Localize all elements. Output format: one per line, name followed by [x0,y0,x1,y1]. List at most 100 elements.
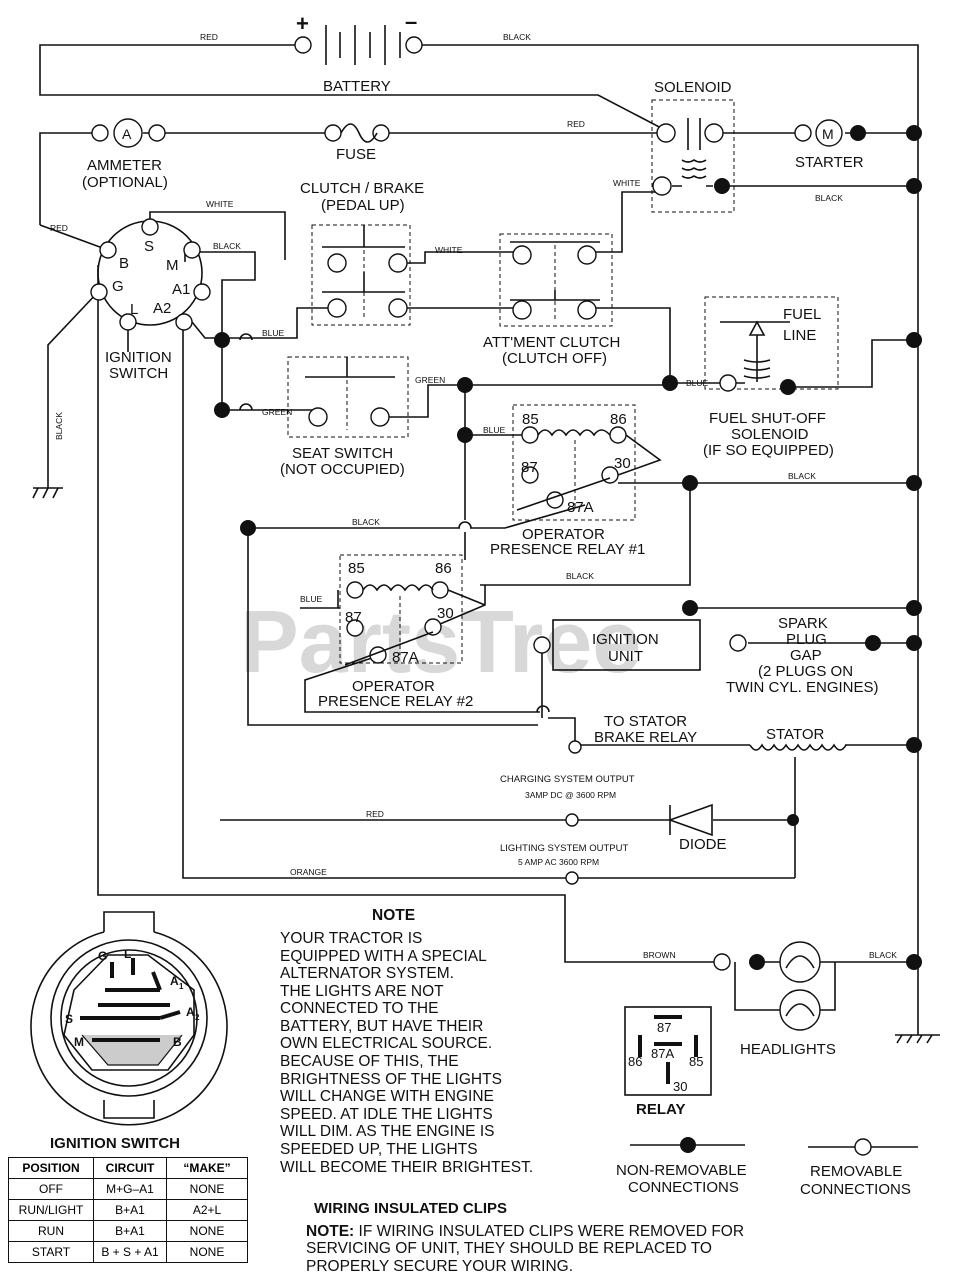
note-line: BATTERY, BUT HAVE THEIR [280,1018,483,1035]
table-row: OFF M+G–A1 NONE [8,1178,248,1200]
seat-switch: SEAT SWITCH (NOT OCCUPIED) [280,356,409,478]
table-row: RUN B+A1 NONE [8,1220,248,1242]
clips-line-1-text: IF WIRING INSULATED CLIPS WERE REMOVED F… [354,1223,744,1240]
legend-removable-2: CONNECTIONS [800,1181,911,1198]
note-line: SPEED. AT IDLE THE LIGHTS [280,1106,493,1123]
relay2-terminal-87a: 87A [392,649,419,666]
relay-pin-86: 86 [628,1054,642,1069]
wire-label-white-solenoid: WHITE [613,178,641,188]
wiring-clips-note: WIRING INSULATED CLIPS NOTE: IF WIRING I… [306,1200,744,1275]
table-cell: RUN/LIGHT [8,1199,94,1221]
wire-label-brown: BROWN [643,950,676,960]
operator-presence-relay-2: 85 86 87 30 87A OPERATOR PRESENCE RELAY … [318,554,486,710]
headlights-label: HEADLIGHTS [740,1041,836,1058]
wire-label-white-clutch: WHITE [435,245,463,255]
terminal-s: S [144,238,154,255]
wire-label-blue-relay1: BLUE [483,425,506,435]
wire-label-red-fuse: RED [567,119,585,129]
lighting-label-1: LIGHTING SYSTEM OUTPUT [500,843,628,854]
face-label-a1-sub: 1 [179,982,184,991]
relay2-label-2: PRESENCE RELAY #2 [318,693,473,710]
battery-label: BATTERY [323,78,391,95]
legend-non-removable-2: CONNECTIONS [628,1179,739,1196]
wire-label-green-top: GREEN [415,375,445,385]
relay1-terminal-87: 87 [521,459,538,476]
terminal-a1: A1 [172,281,190,298]
ignition-switch-face: G L A 1 S A 2 M B IGNITION SWITCH [30,911,228,1152]
operator-presence-relay-1: 85 86 87 30 87A OPERATOR PRESENCE RELAY … [490,404,662,558]
wire-label-blue-fuel: BLUE [686,378,709,388]
relay1-terminal-86: 86 [610,411,627,428]
face-label-b: B [173,1035,182,1049]
table-cell: NONE [166,1220,248,1242]
relay-pin-87a: 87A [651,1046,674,1061]
ignition-unit-label-1: IGNITION [592,631,659,648]
table-cell: B + S + A1 [93,1241,167,1263]
fuse-label: FUSE [336,146,376,163]
table-cell: OFF [8,1178,94,1200]
note-line: WILL BECOME THEIR BRIGHTEST. [280,1159,533,1176]
relay1-label-2: PRESENCE RELAY #1 [490,541,645,558]
solenoid: SOLENOID [651,79,735,213]
table-cell: START [8,1241,94,1263]
stator: TO STATOR BRAKE RELAY STATOR [568,713,847,754]
diode-label: DIODE [679,836,727,853]
wire-label-blue-a2: BLUE [262,328,285,338]
table-header: CIRCUIT [93,1157,167,1179]
wire-label-black-battery: BLACK [503,32,531,42]
relay-pin-87: 87 [657,1020,671,1035]
ignition-switch-title: IGNITION SWITCH [50,1135,180,1152]
wire-label-black-relay2: BLACK [566,571,594,581]
relay2-label-1: OPERATOR [352,678,435,695]
table-row: RUN/LIGHT B+A1 A2+L [8,1199,248,1221]
charging-label-1: CHARGING SYSTEM OUTPUT [500,774,635,785]
spark-label-1: SPARK [778,615,828,632]
table-cell: B+A1 [93,1199,167,1221]
ignition-unit: IGNITION UNIT [533,619,747,671]
face-label-g: G [98,949,107,963]
stator-label: STATOR [766,726,825,743]
to-stator-label-2: BRAKE RELAY [594,729,697,746]
alternator-note: NOTE YOUR TRACTOR IS EQUIPPED WITH A SPE… [280,907,533,1176]
charging-label-2: 3AMP DC @ 3600 RPM [525,790,616,800]
terminal-m: M [166,257,179,274]
wire-label-black-solenoid: BLACK [815,193,843,203]
relay2-terminal-86: 86 [435,560,452,577]
face-label-a2: A [186,1005,195,1019]
table-cell: A2+L [166,1199,248,1221]
table-cell: RUN [8,1220,94,1242]
wire-crossovers [239,333,550,713]
fuel-solenoid-label-1: FUEL SHUT-OFF [709,410,826,427]
wire-label-black-ground: BLACK [54,412,64,440]
relay-pinout: 87 87A 86 85 30 RELAY [624,1006,712,1118]
clips-line-3: PROPERLY SECURE YOUR WIRING. [306,1258,573,1275]
table-cell: B+A1 [93,1220,167,1242]
face-label-a2-sub: 2 [195,1013,200,1022]
wire-label-black-headlights: BLACK [869,950,897,960]
ignition-unit-label-2: UNIT [608,648,643,665]
non-removable-connections [214,125,922,970]
ignition-switch-label-2: SWITCH [109,365,168,382]
table-header: POSITION [8,1157,94,1179]
clutch-brake-sub-label: (PEDAL UP) [321,197,405,214]
clips-note-label: NOTE: [306,1223,354,1240]
relay2-terminal-30: 30 [437,605,454,622]
relay-pin-85: 85 [689,1054,703,1069]
fuel-line-label-1: FUEL [783,306,821,323]
terminal-g: G [112,278,124,295]
note-line: CONNECTED TO THE [280,1000,438,1017]
face-label-s: S [65,1012,73,1026]
note-line: BECAUSE OF THIS, THE [280,1053,459,1070]
spark-label-2: PLUG [786,631,827,648]
legend-non-removable-1: NON-REMOVABLE [616,1162,747,1179]
relay2-terminal-87: 87 [345,609,362,626]
wire-label-red-ign: RED [50,223,68,233]
ignition-switch-table: POSITION CIRCUIT “MAKE” OFF M+G–A1 NONE … [8,1157,248,1263]
terminal-a2: A2 [153,300,171,317]
wire-label-orange: ORANGE [290,867,327,877]
wire-label-white-s: WHITE [206,199,234,209]
attment-clutch-label: ATT'MENT CLUTCH [483,334,620,351]
relay1-label-1: OPERATOR [522,526,605,543]
fuel-solenoid-label-2: SOLENOID [731,426,809,443]
